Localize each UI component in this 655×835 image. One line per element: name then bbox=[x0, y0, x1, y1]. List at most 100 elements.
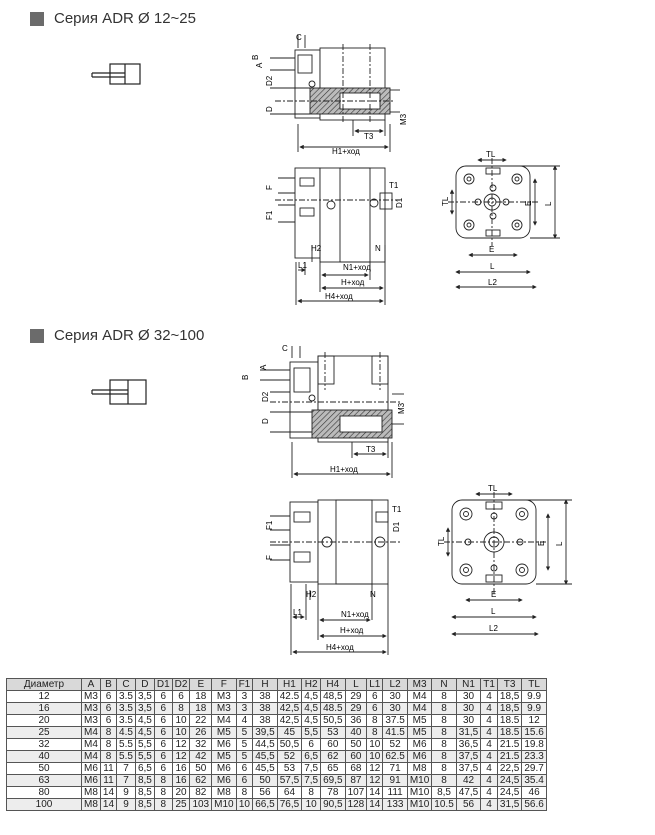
table-cell: 31,5 bbox=[496, 798, 523, 811]
table-header-cell: C bbox=[116, 678, 136, 691]
dim-d1-label: D1 bbox=[392, 521, 401, 532]
table-cell: 6 bbox=[171, 690, 191, 703]
cylinder-symbol-icon bbox=[91, 63, 141, 85]
table-cell: 14 bbox=[99, 798, 118, 811]
table-cell: 10.5 bbox=[431, 798, 457, 811]
table-cell: 90,5 bbox=[320, 798, 346, 811]
table-cell-diameter: 25 bbox=[6, 726, 82, 739]
dim-t1-label: T1 bbox=[389, 181, 399, 190]
table-cell: 16 bbox=[171, 774, 191, 787]
table-cell: 4 bbox=[480, 798, 498, 811]
table-cell: 22 bbox=[189, 714, 213, 727]
table-cell: 9 bbox=[116, 786, 136, 799]
table-header-cell: H2 bbox=[301, 678, 322, 691]
table-cell: 4,5 bbox=[134, 714, 155, 727]
dim-l-right-label: L bbox=[544, 201, 553, 206]
table-cell-diameter: 16 bbox=[6, 702, 82, 715]
table-cell: 8 bbox=[153, 786, 173, 799]
table-cell: 31,5 bbox=[455, 726, 482, 739]
table-cell: 3.5 bbox=[116, 702, 136, 715]
table-cell: 6,5 bbox=[134, 762, 155, 775]
table-cell: M6 bbox=[81, 762, 101, 775]
table-cell: 8 bbox=[431, 750, 457, 763]
table-cell: 8 bbox=[431, 738, 457, 751]
table-cell: 6 bbox=[235, 774, 254, 787]
table-cell: 20 bbox=[171, 786, 191, 799]
table-cell: 22,5 bbox=[496, 762, 523, 775]
table-cell: 16 bbox=[171, 762, 191, 775]
table-cell: M10 bbox=[406, 786, 433, 799]
end-view-section-32-100 bbox=[444, 491, 572, 637]
dim-f1-label: F1 bbox=[265, 210, 274, 220]
table-cell: 62 bbox=[320, 750, 346, 763]
table-header-cell: H4 bbox=[320, 678, 346, 691]
table-cell: 26 bbox=[189, 726, 213, 739]
table-cell: 19.8 bbox=[521, 738, 547, 751]
table-cell-diameter: 80 bbox=[6, 786, 82, 799]
table-cell: 52 bbox=[382, 738, 408, 751]
table-header-cell: F1 bbox=[235, 678, 254, 691]
table-cell: 8,5 bbox=[431, 786, 457, 799]
dim-f-label: F bbox=[265, 555, 274, 560]
table-cell: M3 bbox=[81, 690, 101, 703]
table-cell: 10 bbox=[366, 750, 384, 763]
table-cell: 52 bbox=[276, 750, 303, 763]
dim-b-label: B bbox=[251, 55, 260, 60]
dim-h-label: H+ход bbox=[340, 626, 364, 635]
table-cell: 14 bbox=[366, 798, 384, 811]
table-cell: 12 bbox=[366, 774, 384, 787]
table-cell: M6 bbox=[81, 774, 101, 787]
table-cell: 4.5 bbox=[116, 726, 136, 739]
dim-d2-label: D2 bbox=[265, 75, 274, 86]
section-title-text: Серия ADR Ø 32~100 bbox=[54, 327, 205, 344]
table-cell: 6 bbox=[153, 750, 173, 763]
dim-l-bottom-label: L bbox=[491, 607, 496, 616]
table-cell: 29.7 bbox=[521, 762, 547, 775]
table-cell: M3 bbox=[211, 702, 237, 715]
table-cell: 6 bbox=[153, 690, 173, 703]
table-cell-diameter: 32 bbox=[6, 738, 82, 751]
table-cell: 4,5 bbox=[134, 726, 155, 739]
table-cell-diameter: 40 bbox=[6, 750, 82, 763]
table-cell: 8 bbox=[301, 786, 322, 799]
table-cell: 42,5 bbox=[276, 702, 303, 715]
table-cell: 7,5 bbox=[301, 774, 322, 787]
dim-n-label: N bbox=[375, 244, 381, 253]
dim-e-bottom-label: E bbox=[489, 245, 494, 254]
table-cell: 9 bbox=[116, 798, 136, 811]
table-cell: 42 bbox=[189, 750, 213, 763]
table-cell: 25 bbox=[171, 798, 191, 811]
table-cell: M5 bbox=[406, 714, 433, 727]
table-cell: 50,5 bbox=[276, 738, 303, 751]
table-cell: 21.5 bbox=[496, 750, 523, 763]
table-cell: M8 bbox=[81, 786, 101, 799]
table-cell: 4 bbox=[480, 738, 498, 751]
dim-h4-label: H4+ход bbox=[326, 643, 354, 652]
dim-l2-label: L2 bbox=[489, 624, 498, 633]
table-cell: 37,5 bbox=[455, 750, 482, 763]
table-cell: 39,5 bbox=[252, 726, 278, 739]
dim-m3-label: M3 bbox=[397, 402, 406, 414]
table-cell: 18 bbox=[189, 702, 213, 715]
table-cell: 50 bbox=[344, 738, 368, 751]
dim-d-label: D bbox=[261, 418, 270, 424]
table-cell: M6 bbox=[406, 750, 433, 763]
table-cell: 38 bbox=[252, 702, 278, 715]
dim-h1-label: H1+ход bbox=[330, 465, 358, 474]
table-cell: 62.5 bbox=[382, 750, 408, 763]
dim-h1-label: H1+ход bbox=[332, 147, 360, 156]
table-cell: 41.5 bbox=[382, 726, 408, 739]
dim-tl-top-label: TL bbox=[488, 484, 498, 493]
section-title-12-25: Серия ADR Ø 12~25 bbox=[30, 10, 196, 27]
table-cell: 44,5 bbox=[252, 738, 278, 751]
table-cell: 14 bbox=[366, 786, 384, 799]
table-cell: 8 bbox=[99, 750, 118, 763]
table-cell: 12 bbox=[521, 714, 547, 727]
table-header-cell: D1 bbox=[153, 678, 173, 691]
table-cell: 7 bbox=[116, 774, 136, 787]
